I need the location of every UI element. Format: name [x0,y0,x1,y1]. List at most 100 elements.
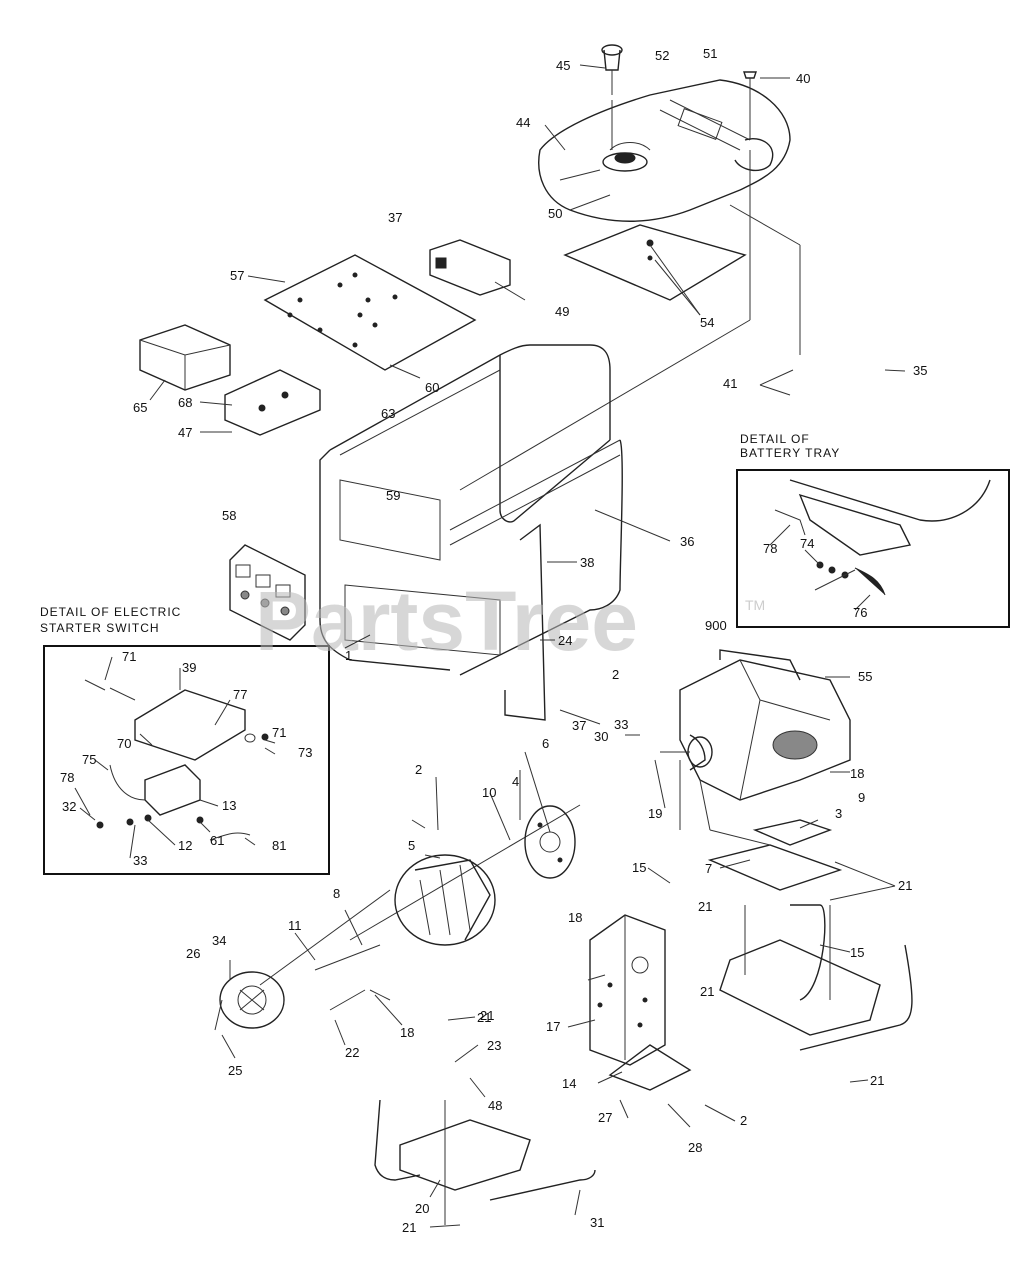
callout-label: 15 [632,860,646,875]
callout-label: 63 [381,406,395,421]
watermark-tm: TM [745,597,765,613]
callout-label: 13 [222,798,236,813]
battery-tray-detail-title: DETAIL OF [740,432,810,446]
callout-label: 31 [590,1215,604,1230]
callout-label: 49 [555,304,569,319]
callout-label: 71 [272,725,286,740]
starter-switch-detail-title: STARTER SWITCH [40,621,160,635]
callout-label: 36 [680,534,694,549]
callout-label: 22 [345,1045,359,1060]
callout-label: 21 [698,899,712,914]
mounting-bracket [504,523,546,721]
rear-bearing-carrier [219,971,285,1029]
callout-label: 27 [598,1110,612,1125]
left-cradle [374,1099,596,1225]
callout-label: 54 [700,315,714,330]
callout-label: 8 [333,886,340,901]
callout-label: 21 [870,1073,884,1088]
callout-label: 55 [858,669,872,684]
callout-label: 4 [512,774,519,789]
callout-label: 50 [548,206,562,221]
alternator-housing [524,805,576,879]
control-panel-plate [263,254,477,371]
muffler [589,914,666,1066]
callout-label: 15 [850,945,864,960]
callout-label: 2 [612,667,619,682]
callout-label: 25 [228,1063,242,1078]
starter-switch-detail-title: DETAIL OF ELECTRIC [40,605,181,619]
callout-label: 37 [388,210,402,225]
callout-label: 75 [82,752,96,767]
callout-label: 38 [580,555,594,570]
callout-label: 60 [425,380,439,395]
callout-label: 21 [700,984,714,999]
callout-label: 18 [568,910,582,925]
callout-label: 52 [655,48,669,63]
watermark-text: PartsTree [255,574,638,668]
callout-label: 59 [386,488,400,503]
callout-label: 70 [117,736,131,751]
callout-label: 5 [408,838,415,853]
callout-label: 28 [688,1140,702,1155]
callout-label: 21 [898,878,912,893]
starter-switch-detail-box [43,645,330,875]
callout-label: 18 [400,1025,414,1040]
alternator-rotor [349,804,581,946]
callout-label: 74 [800,536,814,551]
battery-tray [224,369,321,436]
callout-label: 57 [230,268,244,283]
callout-label: 900 [705,618,727,633]
control-panel [229,544,306,641]
engine [660,649,851,801]
callout-label: 68 [178,395,192,410]
callout-label: 2 [740,1113,747,1128]
callout-label: 30 [594,729,608,744]
callout-label: 45 [556,58,570,73]
callout-label: 32 [62,799,76,814]
callout-label: 33 [133,853,147,868]
callout-label: 1 [345,648,352,663]
fuel-gauge [601,44,623,150]
callout-label: 73 [298,745,312,760]
callout-label: 11 [288,918,302,933]
callout-label: 9 [858,790,865,805]
battery-box [139,324,231,391]
callout-label: 21 [477,1010,491,1025]
muffler-bracket [608,1044,692,1091]
main-frame [319,344,623,676]
callout-label: 26 [186,946,200,961]
fuel-tank [538,79,791,222]
callout-label: 44 [516,115,530,130]
tank-pad [563,224,747,301]
callout-label: 19 [648,806,662,821]
callout-label: 47 [178,425,192,440]
callout-label: 3 [835,806,842,821]
callout-label: 78 [763,541,777,556]
outlet-bracket [429,239,511,296]
callout-label: 76 [853,605,867,620]
callout-label: 77 [233,687,247,702]
callout-label: 21 [402,1220,416,1235]
callout-label: 81 [272,838,286,853]
callout-label: 65 [133,400,147,415]
callout-labels: 45 52 51 40 44 50 54 37 49 57 60 65 68 4… [60,46,927,1235]
engine-base-plate [707,819,843,891]
callout-label: 58 [222,508,236,523]
battery-tray-detail-title: BATTERY TRAY [740,446,840,460]
callout-label: 34 [212,933,226,948]
callout-label: 39 [182,660,196,675]
callout-label: 37 [572,718,586,733]
callout-label: 7 [705,861,712,876]
callout-label: 71 [122,649,136,664]
callout-label: 14 [562,1076,576,1091]
callout-label: 41 [723,376,737,391]
battery-tray-detail-box [736,469,1010,628]
callout-label: 40 [796,71,810,86]
callout-label: 20 [415,1201,429,1216]
callout-label: 33 [614,717,628,732]
callout-label: 35 [913,363,927,378]
callout-label: 21 [480,1008,494,1023]
callout-label: 12 [178,838,192,853]
callout-label: 6 [542,736,549,751]
